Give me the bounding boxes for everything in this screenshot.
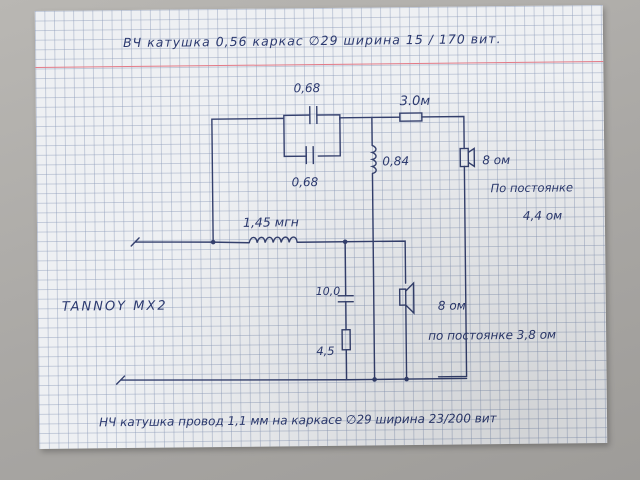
ground-line [115, 375, 468, 385]
label-resistor-top: 3.0м [400, 94, 431, 109]
tweeter-return [437, 165, 468, 378]
lf-series-out [296, 240, 407, 284]
label-cap-lf: 10,0 [316, 285, 341, 298]
junction-ground-b [404, 376, 409, 382]
label-woofer-ohms: 8 ом [438, 298, 466, 312]
woofer-symbol [398, 288, 407, 306]
resistor-top [399, 112, 423, 122]
tweeter-symbol [459, 147, 470, 168]
model-name: TANNOY MX2 [62, 299, 168, 315]
graph-paper-sheet: ВЧ катушка 0,56 каркас ∅29 ширина 15 / 1… [34, 5, 608, 449]
top-note: ВЧ катушка 0,56 каркас ∅29 ширина 15 / 1… [123, 31, 502, 50]
hf-right-wire [421, 115, 465, 150]
resistor-lf [341, 328, 351, 351]
junction-ground-a [372, 377, 377, 382]
label-tweeter-ohms: 8 ом [482, 153, 510, 167]
label-inductor-lf: 1,45 мгн [243, 214, 299, 230]
label-res-lf: 4,5 [316, 344, 334, 358]
label-woofer-dc: по постоянке 3,8 ом [428, 328, 556, 343]
inductor-hf [369, 144, 377, 175]
bottom-note: НЧ катушка провод 1,1 мм на каркасе ∅29 … [99, 411, 498, 429]
hf-left-wire [211, 117, 285, 243]
cap-top-leads [283, 114, 341, 121]
hf-top-bus [339, 116, 401, 119]
inductor-lf [248, 236, 298, 243]
junction-input [210, 239, 216, 245]
cap-bottom-loop [283, 117, 341, 158]
label-cap-bottom: 0,68 [291, 175, 318, 189]
label-tweeter-dc-value: 4,4 ом [523, 208, 562, 222]
lf-zobel-top [344, 241, 347, 297]
woofer-return [405, 304, 408, 378]
label-tweeter-dc: По постоянке [491, 180, 574, 195]
woofer-cone [405, 281, 415, 315]
label-inductor-hf: 0,84 [382, 154, 409, 168]
tweeter-cone [467, 147, 476, 168]
label-cap-top: 0,68 [293, 81, 320, 95]
hf-shunt-bottom [371, 172, 376, 379]
input-line-top [130, 237, 250, 247]
crossover-schematic: ВЧ катушка 0,56 каркас ∅29 ширина 15 / 1… [62, 31, 574, 429]
